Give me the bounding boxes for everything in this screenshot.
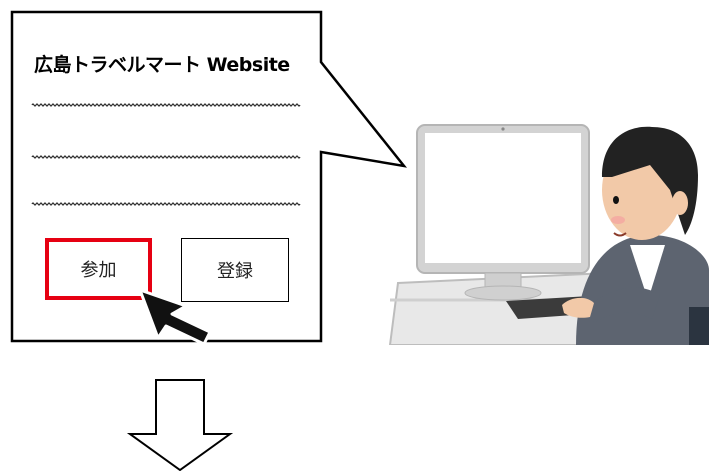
join-button[interactable]: 参加 — [45, 238, 152, 300]
placeholder-wavy-line — [31, 155, 301, 159]
placeholder-wavy-line — [31, 202, 301, 206]
mouse-cursor-icon — [138, 288, 212, 346]
placeholder-wavy-line — [31, 103, 301, 107]
website-title: 広島トラベルマート Website — [34, 54, 290, 76]
placeholder-text-lines — [31, 103, 301, 206]
down-arrow-icon — [126, 379, 234, 471]
person-at-computer-illustration — [388, 124, 709, 345]
register-button[interactable]: 登録 — [181, 238, 289, 302]
